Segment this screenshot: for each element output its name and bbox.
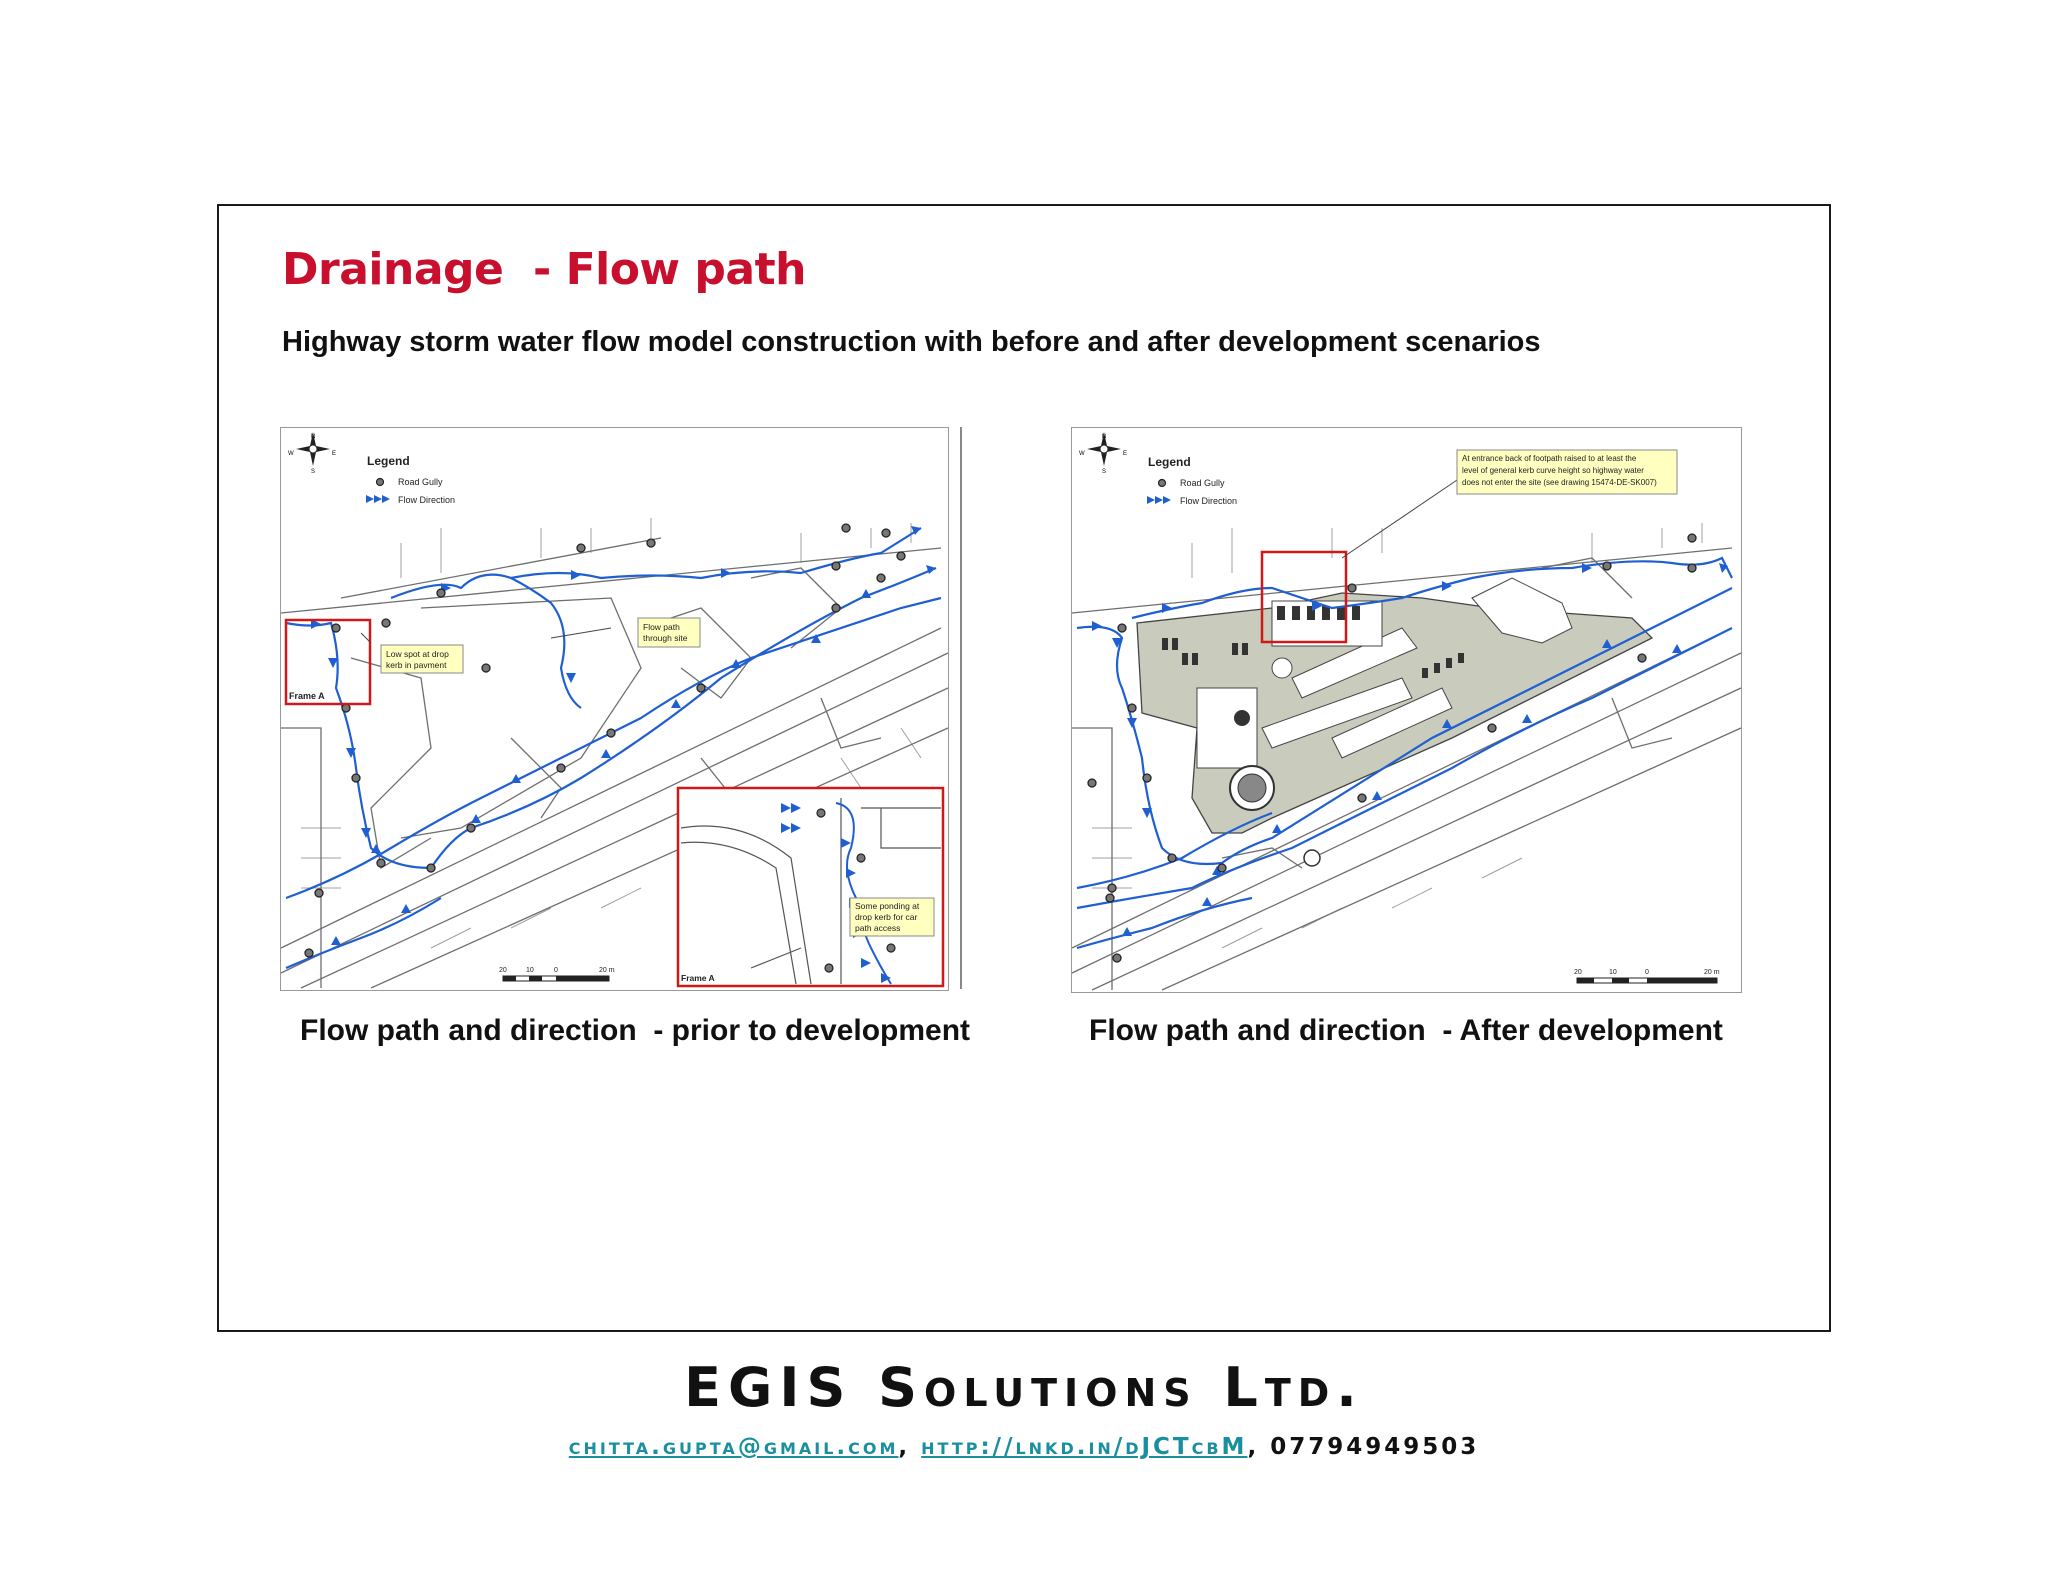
map-before-development: N S E W Legend Road Gully Flow Direction… — [280, 427, 949, 991]
scale-bar — [1576, 977, 1718, 984]
legend-flow-label: Flow Direction — [1180, 496, 1237, 506]
callout-low-spot — [380, 644, 464, 674]
phone-number: 07794949503 — [1270, 1434, 1480, 1460]
contact-line: chitta.gupta@gmail.com, http://lnkd.in/d… — [0, 1434, 2048, 1460]
callout-ponding — [849, 897, 935, 937]
compass-icon — [296, 432, 330, 466]
north-label: N — [1102, 434, 1106, 440]
scale-label-20m: 20 m — [1704, 969, 1720, 976]
flow-legend-icon — [1147, 496, 1171, 504]
contact-separator: , — [1247, 1434, 1271, 1460]
company-name: EGIS Solutions Ltd. — [684, 1356, 1364, 1419]
email-link[interactable]: chitta.gupta@gmail.com — [568, 1434, 899, 1460]
roundabout-marker — [1303, 849, 1321, 867]
scale-label-0: 0 — [1645, 969, 1649, 976]
callout-low-spot-line1: Low spot at drop — [386, 649, 449, 659]
west-label: W — [288, 451, 294, 457]
legend-title: Legend — [367, 454, 410, 468]
scale-bar — [502, 975, 610, 982]
callout-ponding-line2: drop kerb for car — [855, 912, 918, 922]
scale-label-20m: 20 m — [599, 967, 615, 974]
development-buildings — [1136, 577, 1654, 867]
callout-entrance-line2: level of general kerb curve height so hi… — [1462, 466, 1644, 475]
callout-flow-path-line1: Flow path — [643, 622, 680, 632]
south-label: S — [311, 469, 315, 475]
contact-separator: , — [898, 1434, 922, 1460]
east-label: E — [1123, 451, 1127, 457]
callout-flow-path-line2: through site — [643, 633, 688, 643]
slide-subtitle: Highway storm water flow model construct… — [282, 326, 1541, 358]
flow-legend-icon — [366, 495, 390, 503]
frame-a-label: Frame A — [289, 691, 325, 701]
slide-frame: Drainage - Flow path Highway storm water… — [217, 204, 1831, 1332]
scale-label-10: 10 — [1609, 969, 1617, 976]
callout-low-spot-line2: kerb in pavment — [386, 660, 447, 670]
entrance-frame-box — [1260, 550, 1348, 644]
callout-flow-path — [637, 617, 701, 648]
scale-label-20: 20 — [1574, 969, 1582, 976]
callout-entrance-line1: At entrance back of footpath raised to a… — [1462, 454, 1637, 463]
east-label: E — [332, 451, 336, 457]
frame-a-box — [284, 618, 372, 706]
legend-gully-label: Road Gully — [1180, 478, 1225, 488]
scale-label-10: 10 — [526, 967, 534, 974]
callout-ponding-line3: path access — [855, 923, 900, 933]
caption-before: Flow path and direction - prior to devel… — [300, 1014, 971, 1047]
compass-icon — [1087, 432, 1121, 466]
south-label: S — [1102, 469, 1106, 475]
callout-ponding-line1: Some ponding at — [855, 901, 920, 911]
linkedin-link[interactable]: http://lnkd.in/dJCTcbM — [921, 1434, 1248, 1460]
callout-entrance — [1456, 449, 1678, 495]
west-label: W — [1079, 451, 1085, 457]
map-after-development: N S E W Legend Road Gully Flow Direction… — [1071, 427, 1742, 993]
inset-frame-a — [676, 786, 945, 988]
legend-gully-label: Road Gully — [398, 477, 443, 487]
legend-flow-label: Flow Direction — [398, 495, 455, 505]
gully-legend-icon — [1157, 478, 1167, 488]
north-label: N — [311, 434, 315, 440]
caption-after: Flow path and direction - After developm… — [1089, 1014, 1723, 1047]
legend-title: Legend — [1148, 455, 1191, 469]
slide-title: Drainage - Flow path — [282, 244, 806, 295]
inset-frame-a-label: Frame A — [681, 973, 715, 983]
scale-label-0: 0 — [554, 967, 558, 974]
callout-entrance-line3: does not enter the site (see drawing 154… — [1462, 478, 1657, 487]
scale-label-20: 20 — [499, 967, 507, 974]
gully-legend-icon — [375, 477, 385, 487]
map-divider — [960, 427, 962, 989]
